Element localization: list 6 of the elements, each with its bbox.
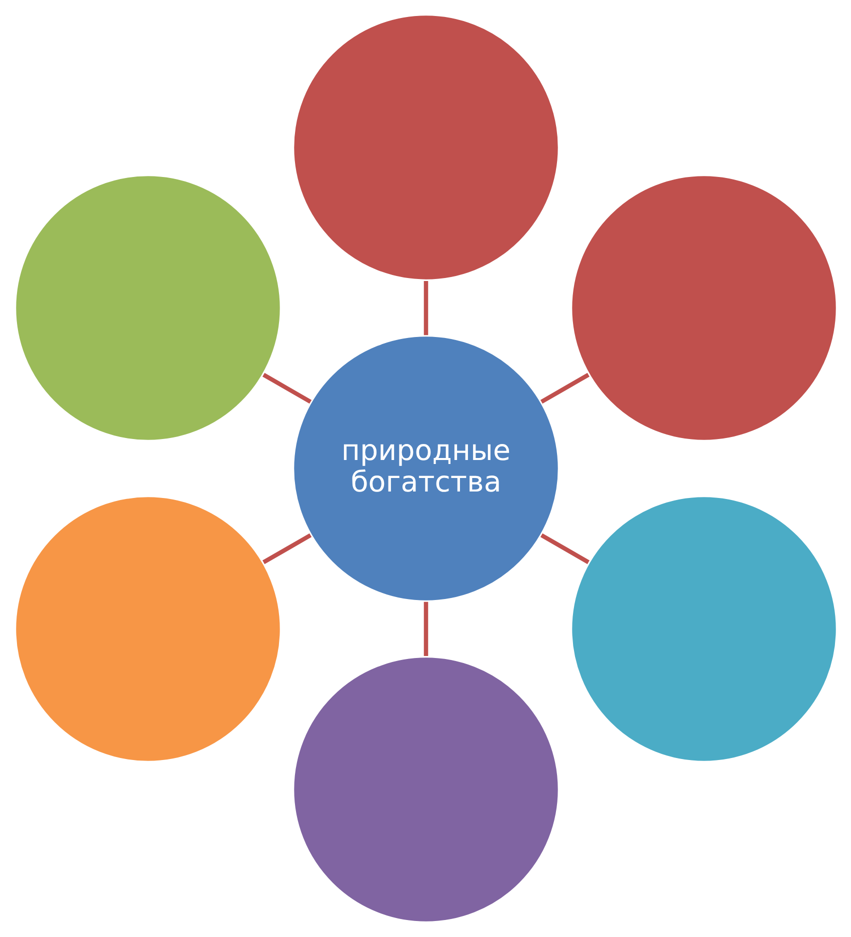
- connector: [423, 280, 428, 336]
- connector: [540, 372, 589, 404]
- connector: [540, 533, 589, 564]
- connector: [262, 372, 312, 404]
- connector: [262, 533, 312, 564]
- connector: [423, 602, 428, 656]
